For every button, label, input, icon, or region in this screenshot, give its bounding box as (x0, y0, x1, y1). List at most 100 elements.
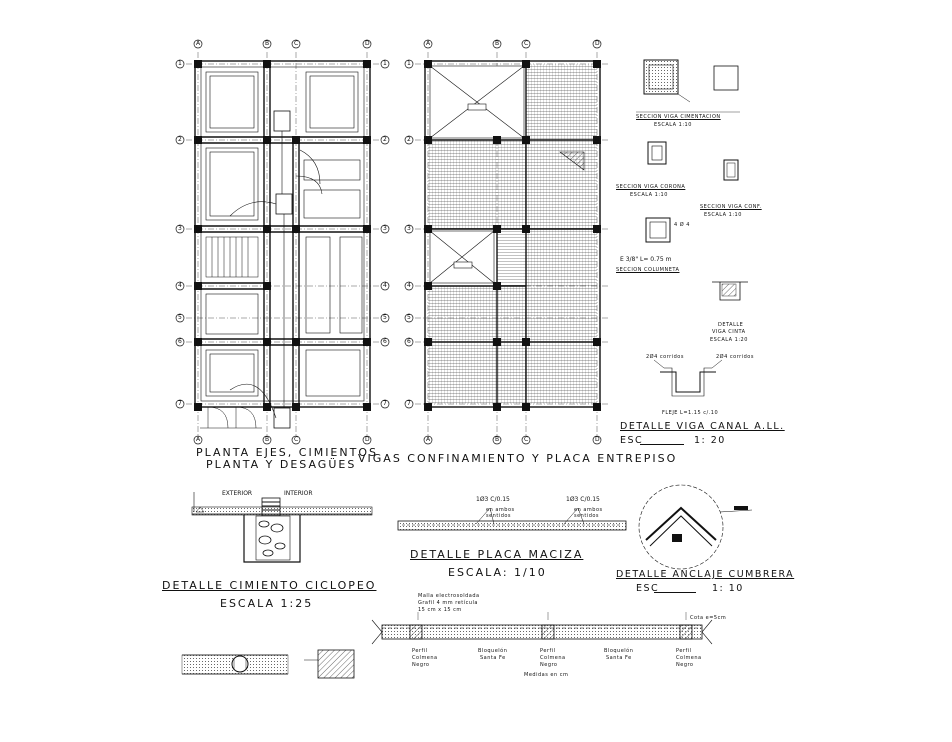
axis-label-6: 6 (407, 338, 411, 345)
axis-label-a: A (426, 436, 431, 443)
axis-label-6: 6 (178, 338, 182, 345)
axis-label-3: 3 (178, 225, 182, 232)
losa-perfil-1a: Perfil (412, 648, 428, 654)
sec-estribo: E 3/8" L= 0.75 m (620, 256, 672, 263)
cimiento-ciclopeo (191, 492, 373, 563)
axis-label-c: C (524, 436, 529, 443)
losa-perfil-3b: Colmena (676, 655, 702, 661)
axis-label-a: A (426, 40, 431, 47)
losa-perfil-1c: Negro (412, 662, 430, 668)
axis-label-b: B (265, 436, 270, 443)
sec-canal-left: 2Ø4 corridos (646, 354, 684, 360)
losa-perfil-1b: Colmena (412, 655, 438, 661)
axis-label-2: 2 (178, 136, 182, 143)
label-interior: INTERIOR (284, 490, 313, 497)
sec-viga-cim-scale: ESCALA 1:10 (654, 122, 692, 128)
axis-label-7: 7 (383, 400, 387, 407)
plan-vigas-placa (404, 39, 610, 445)
losa-aligerada (371, 612, 713, 645)
axis-label-1: 1 (407, 60, 411, 67)
axis-label-5: 5 (178, 314, 182, 321)
axis-label-4: 4 (383, 282, 387, 289)
sec-viga-conf-scale: ESCALA 1:10 (704, 212, 742, 218)
axis-label-3: 3 (383, 225, 387, 232)
axis-label-1: 1 (178, 60, 182, 67)
losa-bloq-2b: Santa Fe (606, 655, 632, 661)
sec-canal-flejes: FLEJE L=1.15 c/.10 (662, 410, 719, 416)
axis-label-c: C (524, 40, 529, 47)
axis-label-7: 7 (178, 400, 182, 407)
axis-label-b: B (265, 40, 270, 47)
losa-medidas: Medidas en cm (524, 672, 569, 678)
axis-label-6: 6 (383, 338, 387, 345)
losa-bloq-2a: Bloquelón (604, 648, 634, 654)
axis-label-d: D (595, 436, 600, 443)
placa-scale: ESCALA: 1/10 (448, 566, 547, 579)
placa-maciza (397, 507, 627, 531)
anclaje-scale-prefix: ESC (636, 583, 660, 594)
axis-label-5: 5 (383, 314, 387, 321)
cimiento-title: DETALLE CIMIENTO CICLOPEO (162, 579, 377, 592)
losa-perfil-2a: Perfil (540, 648, 556, 654)
sec-canal-right: 2Ø4 corridos (716, 354, 754, 360)
placa-note-right-2: sentidos (574, 513, 600, 519)
canal-title: DETALLE VIGA CANAL A.LL. (620, 421, 785, 432)
sec-viga-corona-scale: ESCALA 1:10 (630, 192, 668, 198)
label-exterior: EXTERIOR (222, 490, 253, 497)
sec-viga-cinta-1: DETALLE (718, 322, 744, 328)
axis-label-a: A (196, 436, 201, 443)
losa-malla-1: Malla electrosoldada (418, 593, 480, 599)
sec-columneta: SECCION COLUMNETA (616, 267, 680, 273)
losa-perfil-2c: Negro (540, 662, 558, 668)
cimiento-scale: ESCALA 1:25 (220, 597, 314, 610)
axis-label-4: 4 (407, 282, 411, 289)
plan-title-1: PLANTA EJES, CIMIENTOS (196, 446, 378, 459)
axis-label-c: C (294, 40, 299, 47)
axis-label-1: 1 (383, 60, 387, 67)
anclaje-title: DETALLE ANCLAJE CUMBRERA (616, 569, 795, 580)
placa-note-right-1: en ambos (574, 507, 603, 513)
losa-cota: Cota e=5cm (690, 615, 727, 621)
axis-label-7: 7 (407, 400, 411, 407)
axis-label-b: B (495, 40, 500, 47)
losa-perfil-3c: Negro (676, 662, 694, 668)
losa-malla-2: Grafil 4 mm retícula (418, 600, 478, 606)
canal-scale-prefix: ESC (620, 435, 644, 446)
vigueta-detail (181, 649, 355, 679)
sec-viga-cim: SECCION VIGA CIMENTACION (636, 114, 721, 120)
placa-note-left-1: en ambos (486, 507, 515, 513)
sec-viga-cinta-scale: ESCALA 1:20 (710, 337, 748, 343)
axis-label-a: A (196, 40, 201, 47)
sec-viga-corona: SECCION VIGA CORONA (616, 184, 686, 190)
axis-label-4: 4 (178, 282, 182, 289)
axis-label-d: D (595, 40, 600, 47)
axis-label-d: D (365, 436, 370, 443)
losa-malla-3: 15 cm x 15 cm (418, 607, 462, 613)
losa-perfil-2b: Colmena (540, 655, 566, 661)
sec-columneta-bars: 4 Ø 4 (674, 222, 690, 228)
anclaje-scale: 1: 10 (712, 583, 744, 594)
placa-bar-left: 1Ø3 C/0.15 (476, 496, 510, 503)
sec-viga-cinta-2: VIGA CINTA (712, 329, 746, 335)
losa-bloq-1a: Bloquelón (478, 648, 508, 654)
section-details (636, 59, 748, 397)
placa-note-left-2: sentidos (486, 513, 512, 519)
plan-ejes-cimientos (175, 39, 390, 445)
sec-viga-conf: SECCION VIGA CONF. (700, 204, 762, 210)
plan-title-2: PLANTA Y DESAGÜES (206, 458, 357, 471)
plan-title-beams: VIGAS CONFINAMIENTO Y PLACA ENTREPISO (358, 452, 678, 465)
losa-perfil-3a: Perfil (676, 648, 692, 654)
placa-title: DETALLE PLACA MACIZA (410, 548, 584, 561)
placa-bar-right: 1Ø3 C/0.15 (566, 496, 600, 503)
anclaje-cumbrera (638, 484, 753, 570)
axis-label-3: 3 (407, 225, 411, 232)
axis-label-2: 2 (407, 136, 411, 143)
axis-label-c: C (294, 436, 299, 443)
axis-label-b: B (495, 436, 500, 443)
axis-label-5: 5 (407, 314, 411, 321)
losa-bloq-1b: Santa Fe (480, 655, 506, 661)
canal-scale: 1: 20 (694, 435, 726, 446)
axis-label-d: D (365, 40, 370, 47)
axis-label-2: 2 (383, 136, 387, 143)
